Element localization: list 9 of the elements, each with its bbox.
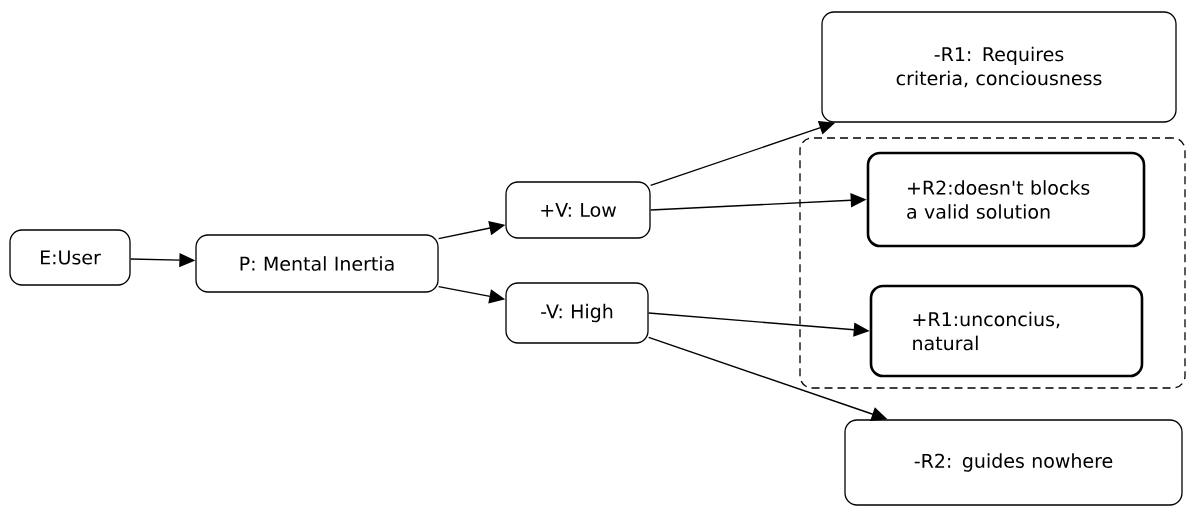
rounded-box: +R2:doesn't blocks a valid solution: [866, 151, 1146, 248]
rounded-box: -V: High: [505, 282, 649, 344]
rounded-box: +V: Low: [505, 181, 651, 239]
dashed-group-box: [799, 137, 1186, 389]
rounded-box: -R1: Requires criteria, conciousness: [821, 11, 1177, 123]
rounded-box: P: Mental Inertia: [195, 234, 439, 293]
rounded-box: -R2: guides nowhere: [844, 419, 1183, 506]
rounded-box: +R1:unconcius, natural: [869, 284, 1144, 378]
rounded-box: E:User: [9, 229, 131, 286]
